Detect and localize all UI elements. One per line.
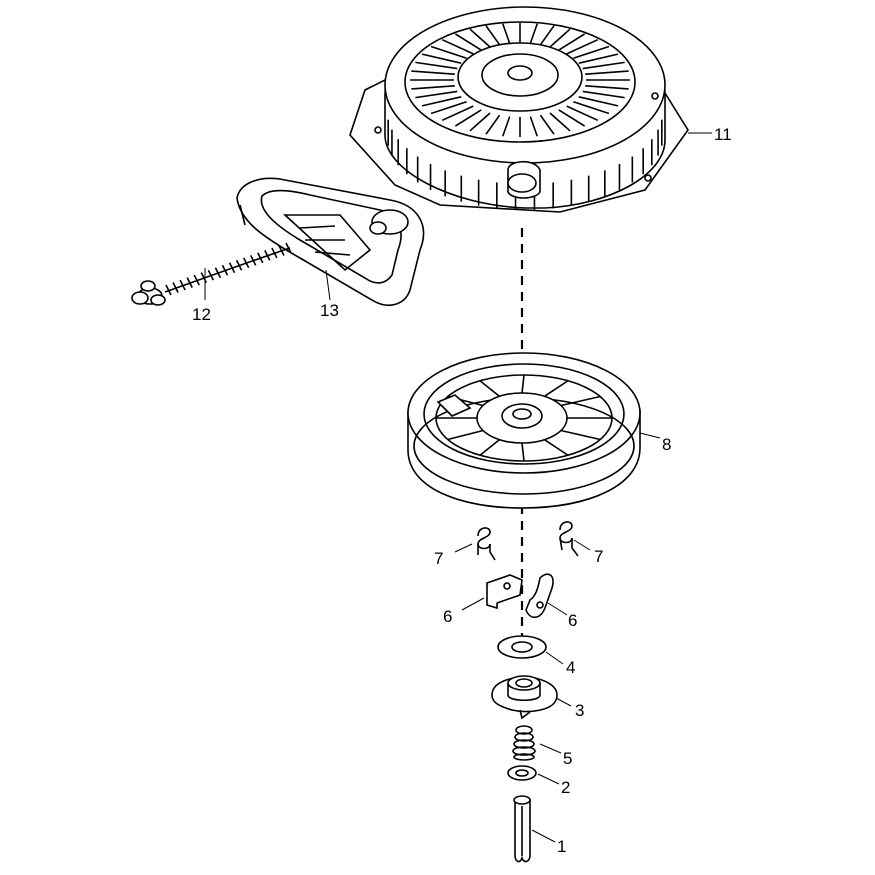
housing-vent-slot bbox=[582, 61, 625, 70]
rope-twist bbox=[264, 250, 271, 261]
label-washer-lower: 2 bbox=[561, 778, 570, 797]
label-pawl-right: 6 bbox=[568, 611, 577, 630]
pawl-spring-left bbox=[477, 527, 496, 561]
housing-vent-slot bbox=[558, 33, 586, 51]
pulley bbox=[407, 352, 641, 509]
pulley-rib bbox=[544, 380, 569, 398]
housing-vent-slot bbox=[430, 100, 467, 115]
label-friction-plate: 3 bbox=[575, 701, 584, 720]
housing-vent-slot bbox=[566, 38, 599, 55]
pulley-rib bbox=[479, 380, 500, 397]
pawl-right bbox=[525, 573, 554, 619]
washer-upper bbox=[497, 635, 547, 659]
pulley-rib bbox=[521, 442, 525, 462]
housing-vent-slot bbox=[415, 61, 458, 70]
friction-plate bbox=[491, 675, 558, 720]
housing-vent-slot bbox=[421, 96, 462, 107]
housing-vent-slot bbox=[573, 45, 610, 60]
label-pulley: 8 bbox=[662, 435, 671, 454]
housing-vent-slot bbox=[573, 100, 610, 115]
housing-vent-slot bbox=[529, 23, 538, 44]
housing-vent-slot bbox=[585, 70, 629, 76]
pulley-rib bbox=[560, 429, 601, 441]
housing-vent-slot bbox=[441, 105, 474, 122]
rope-twist bbox=[207, 269, 215, 281]
rope-twist bbox=[165, 284, 172, 296]
rope-twist bbox=[249, 254, 257, 266]
housing-vent-slot bbox=[529, 116, 538, 137]
housing-vent-slot bbox=[454, 109, 482, 127]
housing-vent-slot bbox=[485, 114, 501, 135]
rope-twist bbox=[172, 282, 179, 293]
housing-vent-slot bbox=[411, 84, 455, 90]
pulley-rib bbox=[521, 374, 525, 394]
starter-rope bbox=[131, 242, 292, 306]
housing-vent-slot bbox=[430, 45, 467, 60]
housing-vent-slot bbox=[469, 112, 491, 132]
housing-vent-slot bbox=[566, 105, 599, 122]
housing-vent-slot bbox=[415, 90, 458, 99]
starter-handle bbox=[236, 177, 425, 306]
pulley-rib bbox=[479, 439, 500, 456]
pin bbox=[513, 795, 531, 863]
housing-vent-slot bbox=[421, 53, 462, 64]
pulley-rib bbox=[447, 429, 484, 441]
housing-vent-slot bbox=[549, 112, 571, 132]
housing-vent-slot bbox=[558, 109, 586, 127]
rope-twist-marks bbox=[165, 242, 292, 296]
housing-vent-slot bbox=[502, 23, 511, 44]
housing-vent-slot bbox=[578, 96, 619, 107]
housing-vent-slot bbox=[502, 116, 511, 137]
label-pawl-spring-right: 7 bbox=[594, 547, 603, 566]
label-starter-handle: 13 bbox=[320, 301, 339, 320]
rope-twist bbox=[235, 259, 243, 271]
label-washer-upper: 4 bbox=[566, 658, 575, 677]
housing-vent-slot bbox=[441, 38, 474, 55]
label-pin: 1 bbox=[557, 837, 566, 856]
rope-twist bbox=[186, 277, 193, 288]
pawl-left bbox=[486, 574, 523, 610]
rope-twist bbox=[285, 242, 292, 254]
rope-twist bbox=[228, 262, 236, 274]
housing-vent-slot bbox=[411, 70, 455, 76]
center-spring bbox=[512, 725, 536, 761]
rope-twist bbox=[257, 252, 264, 264]
rope-twist bbox=[271, 247, 278, 259]
housing-vent-slot bbox=[582, 90, 625, 99]
pulley-rib bbox=[560, 395, 601, 407]
part-labels: 11 12 13 8 7 7 6 6 4 3 5 2 1 bbox=[192, 125, 732, 856]
rope-twist bbox=[193, 274, 200, 286]
label-center-spring: 5 bbox=[563, 749, 572, 768]
rope-twist bbox=[242, 257, 250, 269]
starter-housing bbox=[349, 6, 689, 213]
housing-vent-slot bbox=[539, 25, 555, 46]
rope-twist bbox=[221, 264, 229, 276]
housing-vent-slot bbox=[469, 28, 491, 48]
label-starter-housing: 11 bbox=[714, 125, 732, 144]
housing-vent-slot bbox=[578, 53, 619, 64]
leader-lines bbox=[204, 132, 712, 843]
washer-lower bbox=[507, 765, 537, 781]
housing-vent-slot bbox=[454, 33, 482, 51]
pulley-rib bbox=[544, 438, 569, 456]
rope-twist bbox=[214, 267, 222, 279]
housing-vent-slot bbox=[585, 84, 629, 90]
housing-vent-slot bbox=[485, 25, 501, 46]
pawl-spring-right bbox=[559, 521, 579, 557]
housing-vent-slot bbox=[539, 114, 555, 135]
housing-vent-slot bbox=[549, 28, 571, 48]
rope-twist bbox=[278, 245, 285, 256]
rope-twist bbox=[179, 279, 186, 291]
label-pawl-left: 6 bbox=[443, 607, 452, 626]
housing-vents bbox=[410, 23, 630, 137]
label-starter-rope: 12 bbox=[192, 305, 211, 324]
label-pawl-spring-left: 7 bbox=[434, 549, 443, 568]
